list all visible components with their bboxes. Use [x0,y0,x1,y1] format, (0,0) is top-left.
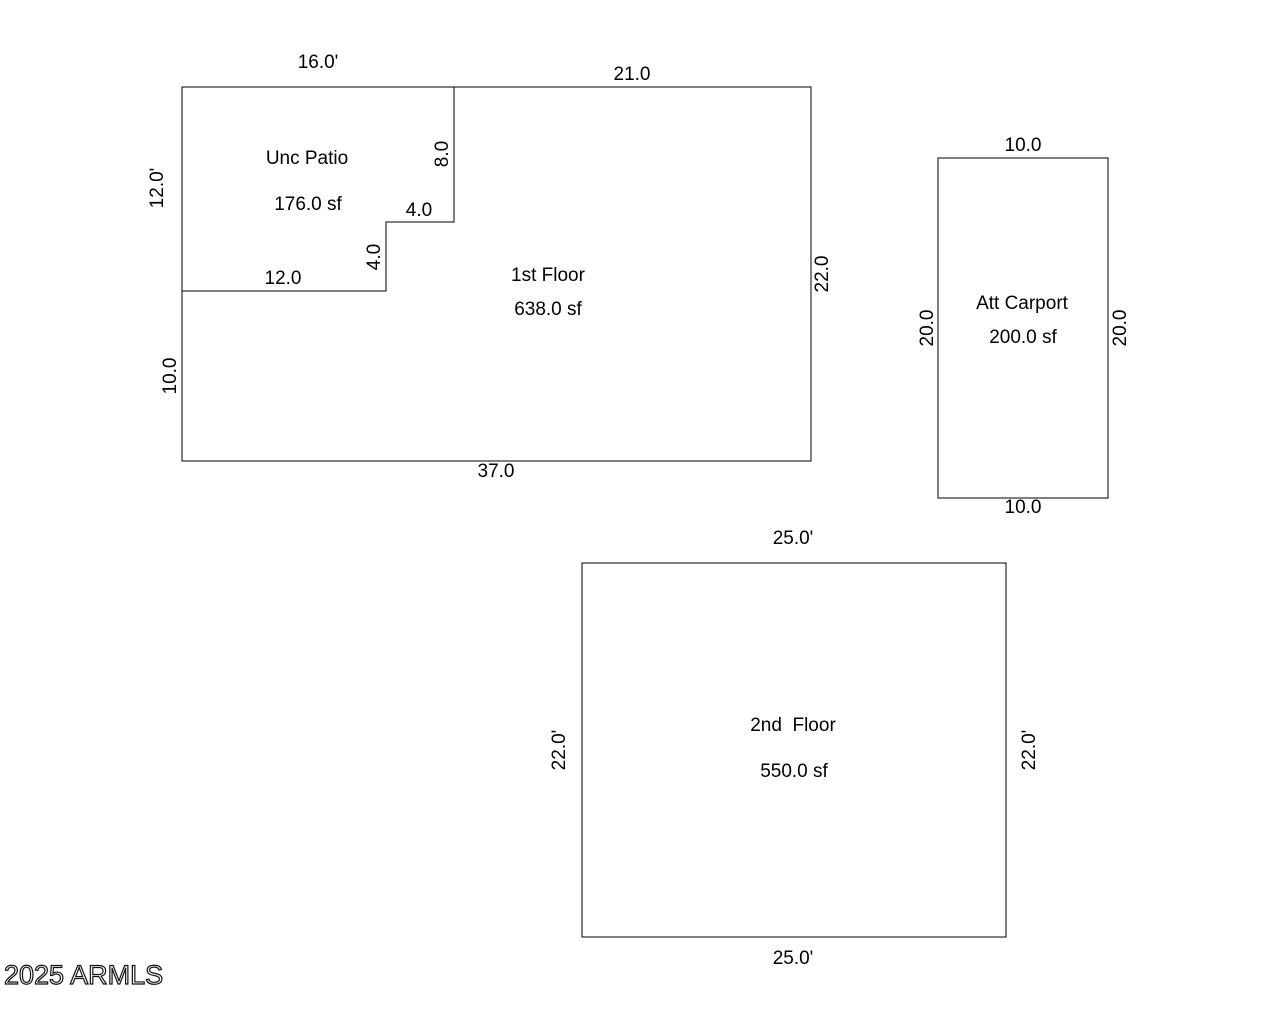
first-floor-name: 1st Floor [511,265,586,286]
second-floor-area: 550.0 sf [760,761,828,782]
second-floor-dim-bottom: 25.0' [773,948,814,969]
second-floor-dim-left: 22.0' [549,730,570,771]
patio-area: 176.0 sf [274,194,342,215]
second-floor-dim-top: 25.0' [773,528,814,549]
copyright-watermark: 2025 ARMLS [3,959,164,990]
first-floor-dim-top-left: 16.0' [298,52,339,73]
patio-name: Unc Patio [266,148,348,169]
patio-dim-step-vertical-upper: 8.0 [432,141,453,167]
first-floor-dim-top-right: 21.0 [614,64,651,85]
first-floor-dim-right: 22.0 [812,256,833,293]
second-floor-outline [581,562,1007,938]
carport-outline [937,157,1109,499]
patio-dim-bottom: 12.0 [265,268,302,289]
first-floor-area: 638.0 sf [514,299,582,320]
carport-dim-bottom: 10.0 [1005,497,1042,518]
first-floor-dim-left-lower: 10.0 [160,358,181,395]
first-floor-outline [181,86,812,462]
carport-dim-top: 10.0 [1005,135,1042,156]
carport-name: Att Carport [976,293,1069,314]
patio-boundary [182,87,455,292]
patio-dim-step-vertical-lower: 4.0 [364,244,385,270]
second-floor-name: 2nd Floor [750,715,836,736]
carport-area: 200.0 sf [989,327,1057,348]
patio-dim-left: 12.0' [147,168,168,209]
patio-dim-step-horizontal: 4.0 [406,200,432,221]
carport-dim-right: 20.0 [1110,310,1131,347]
carport-dim-left: 20.0 [917,310,938,347]
first-floor-dim-bottom: 37.0 [478,461,515,482]
second-floor-dim-right: 22.0' [1019,730,1040,771]
